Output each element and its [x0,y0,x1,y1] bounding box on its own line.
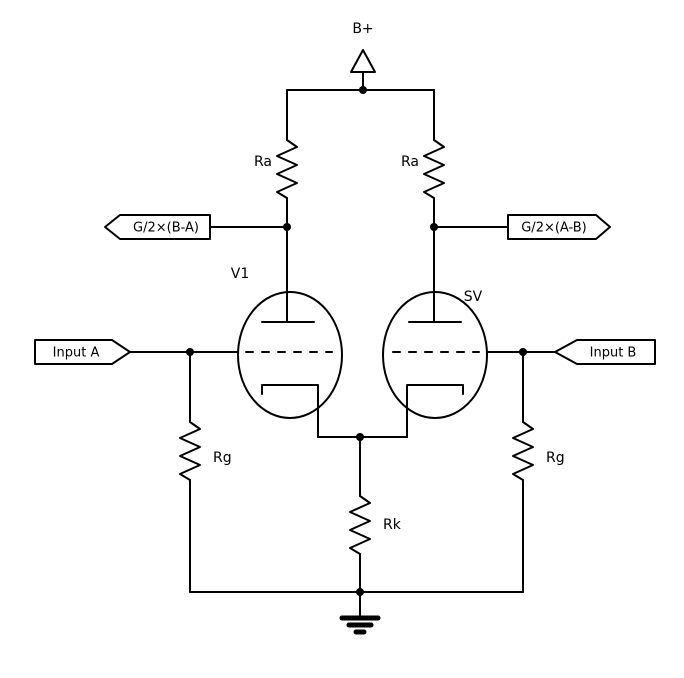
ground-symbol-icon [339,615,381,635]
tube-right-label: SV [464,289,483,305]
resistor-rg-right [512,421,534,481]
tube-right-cathode [406,384,464,438]
resistor-rk [349,495,371,555]
tube-left-label: V1 [231,266,249,282]
input-flag-right-label: Input B [590,346,637,361]
resistor-rg-right-label: Rg [546,450,565,466]
resistor-ra-right-label: Ra [401,154,419,170]
power-rail-label: B+ [352,21,373,37]
tube-left-cathode [261,384,319,438]
resistor-rg-left [179,421,201,481]
output-flag-left-label: G/2×(B-A) [133,221,199,236]
resistor-ra-right [423,139,445,199]
resistor-ra-left-label: Ra [254,154,272,170]
resistor-rg-left-label: Rg [213,450,232,466]
tube-envelope-right [382,291,488,419]
tube-envelope-left [237,291,343,419]
output-flag-left [104,214,211,240]
input-flag-left-label: Input A [53,346,100,361]
resistor-rk-label: Rk [383,517,402,533]
output-flag-right-label: G/2×(A-B) [521,221,587,236]
input-flag-left [34,339,131,365]
junction-top-rail [359,86,367,94]
resistor-ra-left [276,139,298,199]
input-flag-right [554,339,656,365]
output-flag-right [507,214,611,240]
power-symbol-icon [350,49,376,73]
